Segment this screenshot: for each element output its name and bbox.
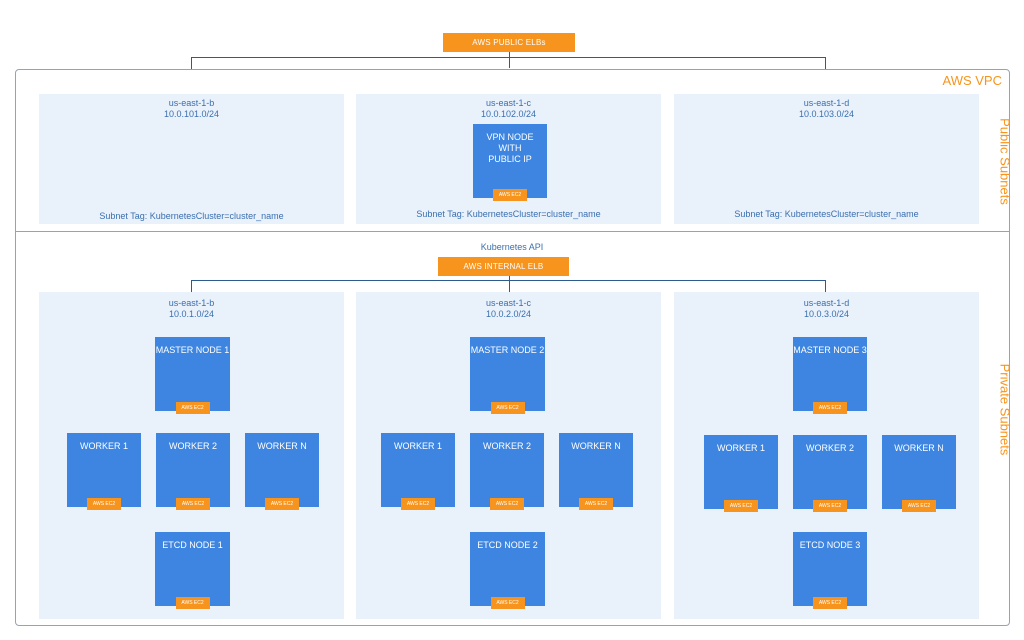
public-elb-drop-d — [825, 57, 826, 69]
worker-node-2: WORKER 2 AWS EC2 — [470, 433, 544, 510]
subnet-zone: us-east-1-d — [803, 298, 850, 308]
vpn-node-line1: VPN NODE — [486, 132, 534, 142]
public-elb-stem — [509, 52, 510, 68]
ec2-badge: AWS EC2 — [813, 597, 847, 609]
vpc-label: AWS VPC — [942, 73, 1002, 88]
public-elb: AWS PUBLIC ELBs — [443, 33, 575, 52]
private-subnet-c: us-east-1-c 10.0.2.0/24 MASTER NODE 2 AW… — [356, 292, 661, 619]
subnet-cidr: 10.0.1.0/24 — [168, 309, 215, 319]
etcd-node: ETCD NODE 2 AWS EC2 — [470, 532, 545, 609]
public-subnet-b: us-east-1-b 10.0.101.0/24 Subnet Tag: Ku… — [39, 94, 344, 224]
master-node-label: MASTER NODE 2 — [470, 345, 545, 355]
internal-elb-drop-b — [191, 280, 192, 292]
ec2-badge: AWS EC2 — [902, 500, 936, 512]
subnet-cidr: 10.0.103.0/24 — [798, 109, 855, 119]
worker-label: WORKER N — [894, 443, 944, 453]
worker-label: WORKER 1 — [79, 441, 128, 451]
worker-node-2: WORKER 2 AWS EC2 — [156, 433, 230, 510]
ec2-badge: AWS EC2 — [176, 498, 210, 510]
public-elb-bus — [191, 57, 826, 58]
vpn-node-line3: PUBLIC IP — [488, 154, 532, 164]
ec2-badge: AWS EC2 — [813, 500, 847, 512]
worker-node-2: WORKER 2 AWS EC2 — [793, 435, 867, 512]
worker-label: WORKER 1 — [716, 443, 765, 453]
private-subnets-label: Private Subnets — [997, 363, 1013, 456]
worker-node-n: WORKER N AWS EC2 — [882, 435, 956, 512]
etcd-node-label: ETCD NODE 3 — [799, 540, 861, 550]
kubernetes-api-label: Kubernetes API — [480, 242, 544, 252]
subnet-zone: us-east-1-c — [485, 98, 531, 108]
internal-elb-drop-c — [509, 276, 510, 292]
worker-node-1: WORKER 1 AWS EC2 — [381, 433, 455, 510]
worker-label: WORKER 2 — [482, 441, 531, 451]
ec2-badge: AWS EC2 — [87, 498, 121, 510]
private-subnet-d: us-east-1-d 10.0.3.0/24 MASTER NODE 3 AW… — [674, 292, 979, 619]
ec2-badge: AWS EC2 — [401, 498, 435, 510]
subnet-zone: us-east-1-d — [803, 98, 850, 108]
worker-label: WORKER 1 — [393, 441, 442, 451]
subnet-tag: Subnet Tag: KubernetesCluster=cluster_na… — [416, 209, 601, 219]
private-subnet-b: us-east-1-b 10.0.1.0/24 MASTER NODE 1 AW… — [39, 292, 344, 619]
ec2-badge: AWS EC2 — [265, 498, 299, 510]
master-node-label: MASTER NODE 3 — [793, 345, 867, 355]
ec2-badge: AWS EC2 — [175, 402, 210, 414]
internal-elb-bus — [191, 280, 826, 281]
ec2-badge: AWS EC2 — [490, 498, 524, 510]
subnet-cidr: 10.0.3.0/24 — [803, 309, 850, 319]
subnet-tag: Subnet Tag: KubernetesCluster=cluster_na… — [99, 211, 284, 221]
worker-label: WORKER 2 — [168, 441, 217, 451]
public-subnet-c: us-east-1-c 10.0.102.0/24 VPN NODE WITH … — [356, 94, 661, 224]
worker-node-n: WORKER N AWS EC2 — [245, 433, 319, 510]
ec2-badge: AWS EC2 — [490, 402, 525, 414]
worker-node-1: WORKER 1 AWS EC2 — [67, 433, 141, 510]
public-subnet-d: us-east-1-d 10.0.103.0/24 Subnet Tag: Ku… — [674, 94, 979, 224]
master-node: MASTER NODE 2 AWS EC2 — [470, 337, 545, 414]
subnet-divider — [15, 231, 1010, 232]
subnet-zone: us-east-1-b — [168, 298, 215, 308]
etcd-node-label: ETCD NODE 1 — [162, 540, 223, 550]
subnet-zone: us-east-1-c — [485, 298, 531, 308]
public-subnets-label: Public Subnets — [997, 118, 1013, 205]
master-node: MASTER NODE 3 AWS EC2 — [793, 337, 867, 414]
worker-node-n: WORKER N AWS EC2 — [559, 433, 633, 510]
worker-label: WORKER N — [571, 441, 621, 451]
subnet-zone: us-east-1-b — [168, 98, 215, 108]
internal-elb: AWS INTERNAL ELB — [438, 257, 569, 276]
subnet-cidr: 10.0.101.0/24 — [163, 109, 220, 119]
ec2-badge: AWS EC2 — [724, 500, 758, 512]
public-elb-drop-b — [191, 57, 192, 69]
ec2-badge: AWS EC2 — [813, 402, 847, 414]
subnet-cidr: 10.0.2.0/24 — [485, 309, 532, 319]
master-node-label: MASTER NODE 1 — [155, 345, 230, 355]
ec2-badge: AWS EC2 — [490, 597, 525, 609]
worker-label: WORKER 2 — [805, 443, 854, 453]
etcd-node-label: ETCD NODE 2 — [477, 540, 538, 550]
subnet-tag: Subnet Tag: KubernetesCluster=cluster_na… — [734, 209, 919, 219]
etcd-node: ETCD NODE 1 AWS EC2 — [155, 532, 230, 609]
worker-node-1: WORKER 1 AWS EC2 — [704, 435, 778, 512]
vpc-container — [15, 69, 1010, 626]
ec2-badge: AWS EC2 — [579, 498, 613, 510]
ec2-badge: AWS EC2 — [175, 597, 210, 609]
internal-elb-drop-d — [825, 280, 826, 292]
etcd-node: ETCD NODE 3 AWS EC2 — [793, 532, 867, 609]
vpn-node-line2: WITH — [498, 143, 522, 153]
master-node: MASTER NODE 1 AWS EC2 — [155, 337, 230, 414]
ec2-badge: AWS EC2 — [493, 189, 527, 201]
subnet-cidr: 10.0.102.0/24 — [480, 109, 537, 119]
vpn-node: VPN NODE WITH PUBLIC IP AWS EC2 — [473, 124, 547, 201]
worker-label: WORKER N — [257, 441, 307, 451]
